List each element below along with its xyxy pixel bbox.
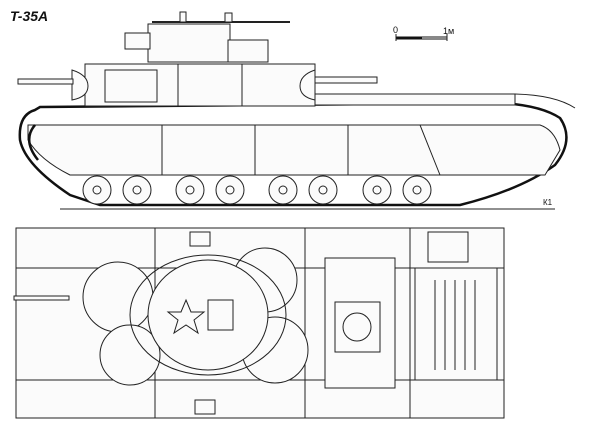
scale-bar [395, 34, 448, 41]
hull-skirt [27, 124, 561, 176]
top-view [13, 227, 505, 419]
top-front-gun [13, 295, 70, 301]
track [18, 101, 568, 207]
scale-end-label: 1м [443, 26, 455, 36]
front-left-turret [82, 261, 154, 333]
ground-mark-label: К1 [543, 198, 553, 207]
road-wheels [82, 175, 432, 205]
main-turret [147, 23, 231, 63]
radiator-grille [414, 267, 498, 381]
star-emblem [166, 298, 206, 335]
drawing-title: T-35A [10, 8, 49, 24]
scale-start-label: 0 [393, 25, 399, 35]
side-view [17, 11, 576, 210]
front-gun [17, 78, 74, 85]
rear-gun [314, 76, 378, 84]
